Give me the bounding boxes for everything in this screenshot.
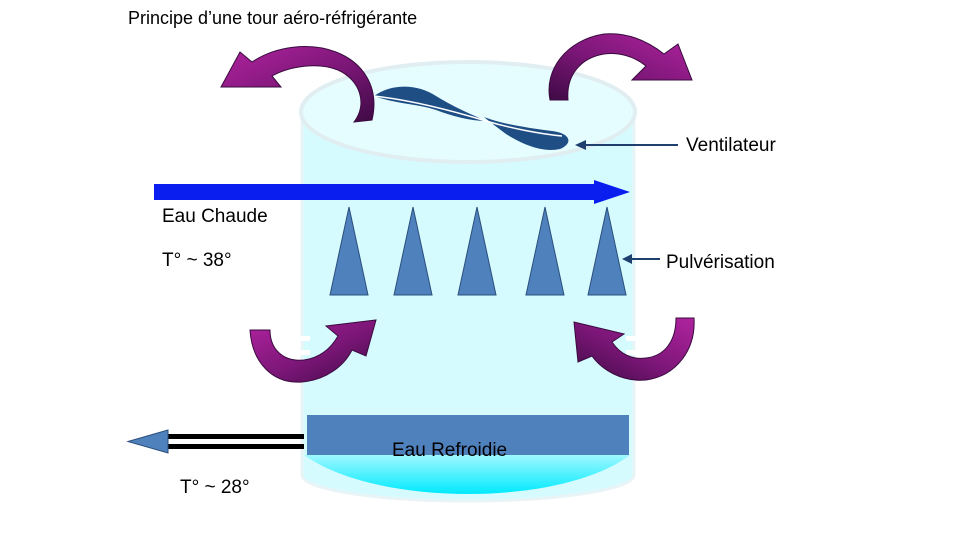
hot-water-arrow (154, 180, 630, 204)
spray-cone (393, 206, 433, 296)
cooled-water-temperature: T° ~ 28° (180, 477, 250, 498)
spray-label: Pulvérisation (666, 252, 775, 273)
spray-cone (329, 206, 369, 296)
hot-water-label: Eau Chaude (162, 206, 268, 227)
spray-cone (457, 206, 497, 296)
air-flow-arrow-icon (249, 319, 377, 383)
air-flow-arrow-icon (573, 317, 695, 381)
fan-pointer (575, 140, 678, 150)
cold-water-outflow-arrow (126, 429, 304, 454)
air-flow-arrow-icon (548, 33, 693, 101)
fan-blade-icon (373, 86, 569, 150)
air-flow-arrow-icon (220, 46, 375, 123)
cooled-water-basin (304, 415, 630, 494)
diagram-title: Principe d’une tour aéro-réfrigérante (128, 8, 418, 28)
spray-pointer (622, 254, 660, 264)
hot-water-temperature: T° ~ 38° (162, 250, 232, 271)
cooled-water-label: Eau Refroidie (392, 440, 508, 461)
spray-cone (525, 206, 565, 296)
spray-cone (587, 206, 627, 296)
fan-label: Ventilateur (686, 135, 776, 156)
spray-cones (329, 206, 627, 296)
